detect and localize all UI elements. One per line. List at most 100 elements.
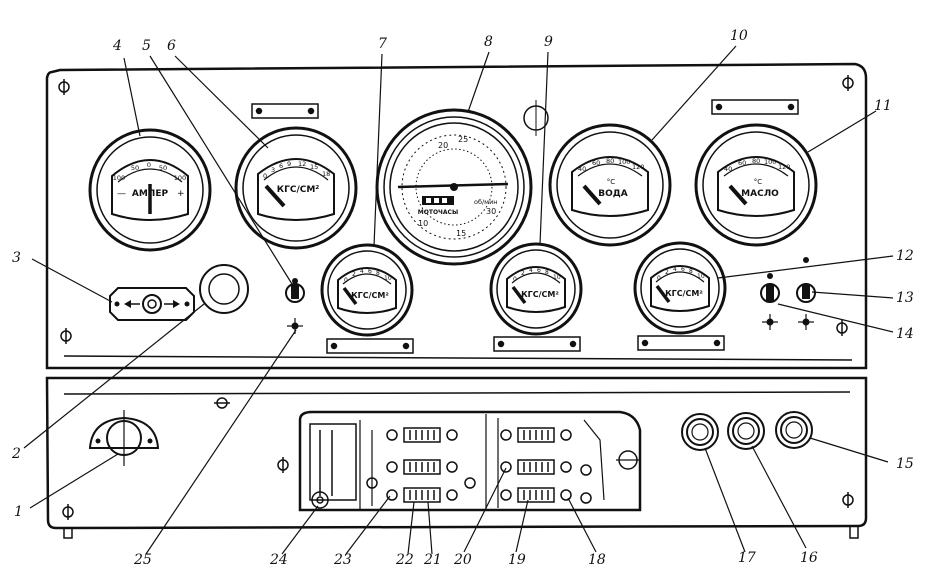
scale-label: 100 [618, 158, 630, 166]
lower-socket [88, 410, 160, 466]
callout-15: 15 [896, 456, 914, 472]
scale-label: 25 [458, 135, 468, 144]
scale-label: 8 [545, 269, 549, 276]
scale-label: 12 [298, 160, 306, 168]
gauge-pressure-3: 0 2 4 6 8 10 КГС/СМ² [489, 242, 583, 336]
callout-5: 5 [142, 38, 151, 54]
scale-label: 40 [578, 165, 586, 173]
gauge-label: КГС/СМ² [665, 289, 703, 298]
callout-13: 13 [896, 290, 914, 306]
gauge-unit: °С [607, 178, 616, 186]
round-socket [199, 264, 249, 314]
scale-label: 50 [159, 164, 167, 172]
scale-label: 0 [657, 275, 661, 282]
scale-label: 18 [322, 170, 330, 178]
svg-text:40 60 80 100: 40 60 80 100 120 [578, 157, 644, 173]
scale-label: 10 [553, 274, 561, 281]
gauge-pressure-1: 0 3 6 9 12 15 18 КГС/СМ² [234, 126, 358, 250]
scale-label: 80 [606, 157, 614, 165]
screw-icon [842, 492, 854, 508]
callout-9: 9 [544, 34, 553, 50]
gauge-water-temp: 40 60 80 100 120 °С ВОДА [548, 123, 672, 247]
callout-25: 25 [133, 552, 152, 568]
leader-lines [23, 45, 894, 555]
gauge-unit: °С [754, 178, 763, 186]
callout-11: 11 [874, 98, 892, 114]
callout-20: 20 [453, 552, 472, 568]
screw-icon [214, 397, 230, 409]
scale-label: 20 [438, 141, 448, 150]
scale-label: 10 [384, 275, 392, 282]
plus-sign: + [177, 189, 185, 199]
scale-label: 15 [456, 229, 466, 238]
scale-label: 4 [360, 268, 364, 275]
scale-label: 4 [529, 267, 533, 274]
screw-icon [836, 320, 848, 336]
scale-label: 9 [287, 160, 291, 168]
screw-icon [842, 75, 854, 91]
callout-17: 17 [738, 550, 756, 566]
gauge-label: МАСЛО [741, 189, 779, 199]
gauge-label: МОТОЧАСЫ [418, 209, 458, 216]
scale-label: 6 [681, 266, 685, 273]
scale-label: 30 [486, 207, 496, 216]
mounting-screws [58, 75, 854, 520]
screw-icon [277, 457, 289, 473]
upper-panel [45, 62, 868, 370]
svg-text:0 3 6 9: 0 3 6 9 12 15 18 [263, 160, 330, 180]
screw-icon [60, 328, 72, 344]
scale-label: 80 [752, 157, 760, 165]
scale-label: 6 [279, 162, 283, 170]
callout-1: 1 [14, 504, 23, 520]
callout-12: 12 [896, 248, 914, 264]
toggle-switch-13 [796, 257, 816, 330]
scale-label: 6 [537, 267, 541, 274]
gauge-label: КГС/СМ² [277, 185, 320, 195]
callout-3: 3 [12, 250, 21, 266]
scale-label: 2 [352, 271, 356, 278]
svg-text:0 2 4 6: 0 2 4 6 8 10 [657, 266, 705, 282]
scale-label: 0 [513, 276, 517, 283]
switch-plate [109, 287, 195, 321]
scale-label: 4 [673, 266, 677, 273]
scale-label: 60 [592, 159, 600, 167]
svg-text:10 15 20 25: 10 15 20 25 30 [418, 135, 496, 238]
socket-16 [727, 412, 765, 450]
gauge-label: КГС/СМ² [351, 291, 389, 300]
terminal-box [298, 410, 642, 512]
screw-icon [62, 504, 74, 520]
scale-label: 100 [174, 174, 186, 182]
scale-label: 0 [147, 161, 151, 169]
gauge-pressure-4: 0 2 4 6 8 10 КГС/СМ² [633, 241, 727, 335]
gauge-oil-temp: 40 60 80 100 120 °С МАСЛО [694, 123, 818, 247]
nameplates [251, 99, 799, 354]
scale-label: 3 [271, 166, 275, 174]
scale-label: 0 [263, 172, 267, 180]
callout-10: 10 [730, 28, 748, 44]
callout-21: 21 [423, 552, 442, 568]
callout-2: 2 [11, 446, 21, 462]
toggle-switch-5 [285, 278, 305, 334]
socket-15 [775, 411, 813, 449]
svg-text:0 2 4 6: 0 2 4 6 8 10 [513, 267, 561, 283]
scale-label: 40 [724, 165, 732, 173]
socket-17 [681, 413, 719, 451]
scale-label: 60 [738, 159, 746, 167]
scale-label: 120 [632, 163, 644, 171]
svg-text:40 60 80 100: 40 60 80 100 120 [724, 157, 790, 173]
callouts: 4 6 7 8 9 10 11 12 1 2 3 5 13 14 15 16 1… [11, 28, 914, 568]
callout-19: 19 [508, 552, 526, 568]
gauge-label: ВОДА [598, 189, 628, 199]
scale-label: 0 [344, 277, 348, 284]
minus-sign: — [117, 189, 126, 199]
gauge-tachometer: 10 15 20 25 30 МОТОЧАСЫ об/мин [375, 108, 533, 266]
gauge-pressure-2: 0 2 4 6 8 10 КГС/СМ² [320, 243, 414, 337]
scale-label: 2 [521, 270, 525, 277]
scale-label: 100 [764, 158, 776, 166]
toggle-switch-14 [760, 273, 780, 330]
svg-text:100 50 0 50: 100 50 0 50 100 [113, 161, 186, 182]
scale-label: 50 [131, 164, 139, 172]
callout-4: 4 [112, 38, 122, 54]
scale-label: 10 [418, 219, 428, 228]
